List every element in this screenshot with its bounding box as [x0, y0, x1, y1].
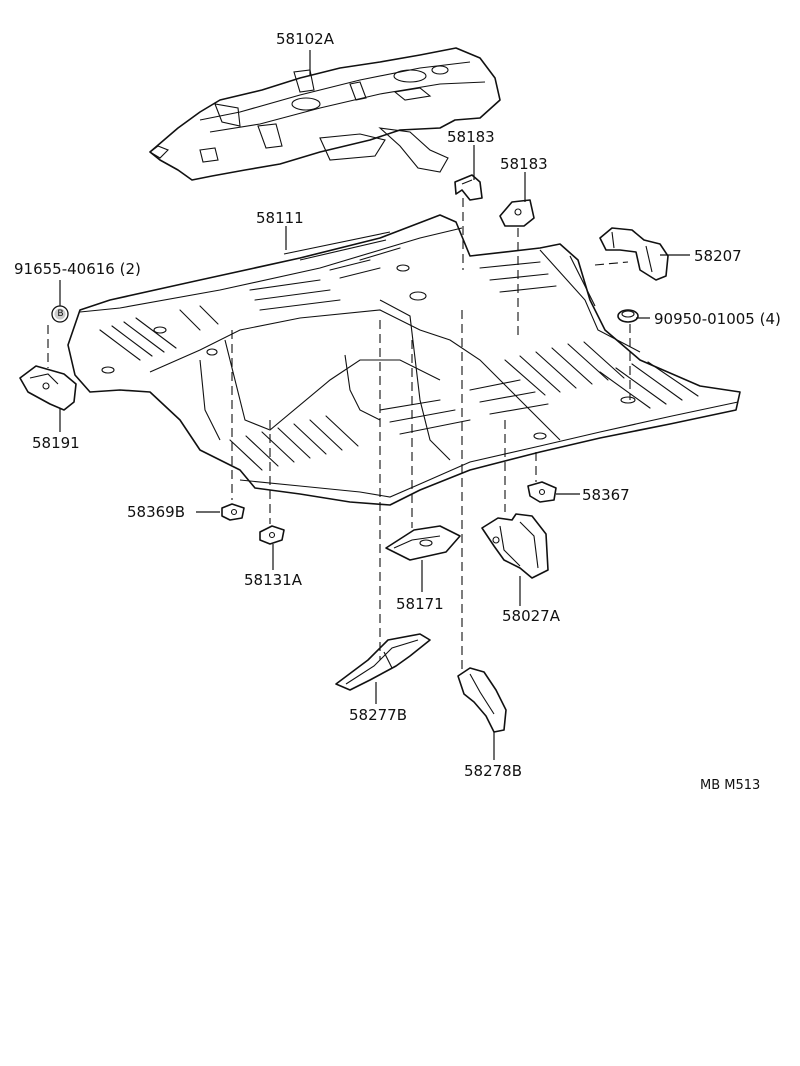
label-58171: 58171 — [396, 595, 444, 613]
label-91655-40616: 91655-40616 (2) — [14, 260, 141, 278]
part-58111-floor-pan-drawing — [67, 214, 741, 506]
label-58367: 58367 — [582, 486, 630, 504]
part-58027A-drawing — [481, 513, 549, 579]
label-90950-01005: 90950-01005 (4) — [654, 310, 781, 328]
part-58277B-drawing — [335, 633, 431, 691]
part-90950-plug-drawing — [617, 309, 639, 323]
label-58102A: 58102A — [276, 30, 334, 48]
part-58278B-drawing — [457, 667, 507, 733]
label-58183-left: 58183 — [447, 128, 495, 146]
label-58111: 58111 — [256, 209, 304, 227]
assembly-dashed-lines — [47, 198, 631, 674]
label-58369B: 58369B — [127, 503, 186, 521]
leader-lines — [59, 50, 690, 760]
part-58207-drawing — [599, 227, 669, 281]
label-58183-right: 58183 — [500, 155, 548, 173]
part-58191-drawing — [19, 365, 77, 411]
part-58367-drawing — [527, 481, 557, 503]
part-58183-right-drawing — [499, 199, 535, 227]
part-58183-left-drawing — [454, 174, 483, 201]
part-58369B-drawing — [221, 503, 245, 521]
bolt-marker-drawing — [51, 305, 69, 323]
label-58278B: 58278B — [464, 762, 523, 780]
bolt-marker-letter: B — [57, 309, 64, 319]
label-58131A: 58131A — [244, 571, 302, 589]
label-58207: 58207 — [694, 247, 742, 265]
diagram-id: MB M513 — [700, 778, 761, 793]
label-58027A: 58027A — [502, 607, 560, 625]
part-58171-drawing — [385, 525, 461, 561]
part-58102A-drawing — [149, 47, 501, 181]
part-58131A-drawing — [259, 525, 285, 545]
label-58191: 58191 — [32, 434, 80, 452]
label-58277B: 58277B — [349, 706, 408, 724]
